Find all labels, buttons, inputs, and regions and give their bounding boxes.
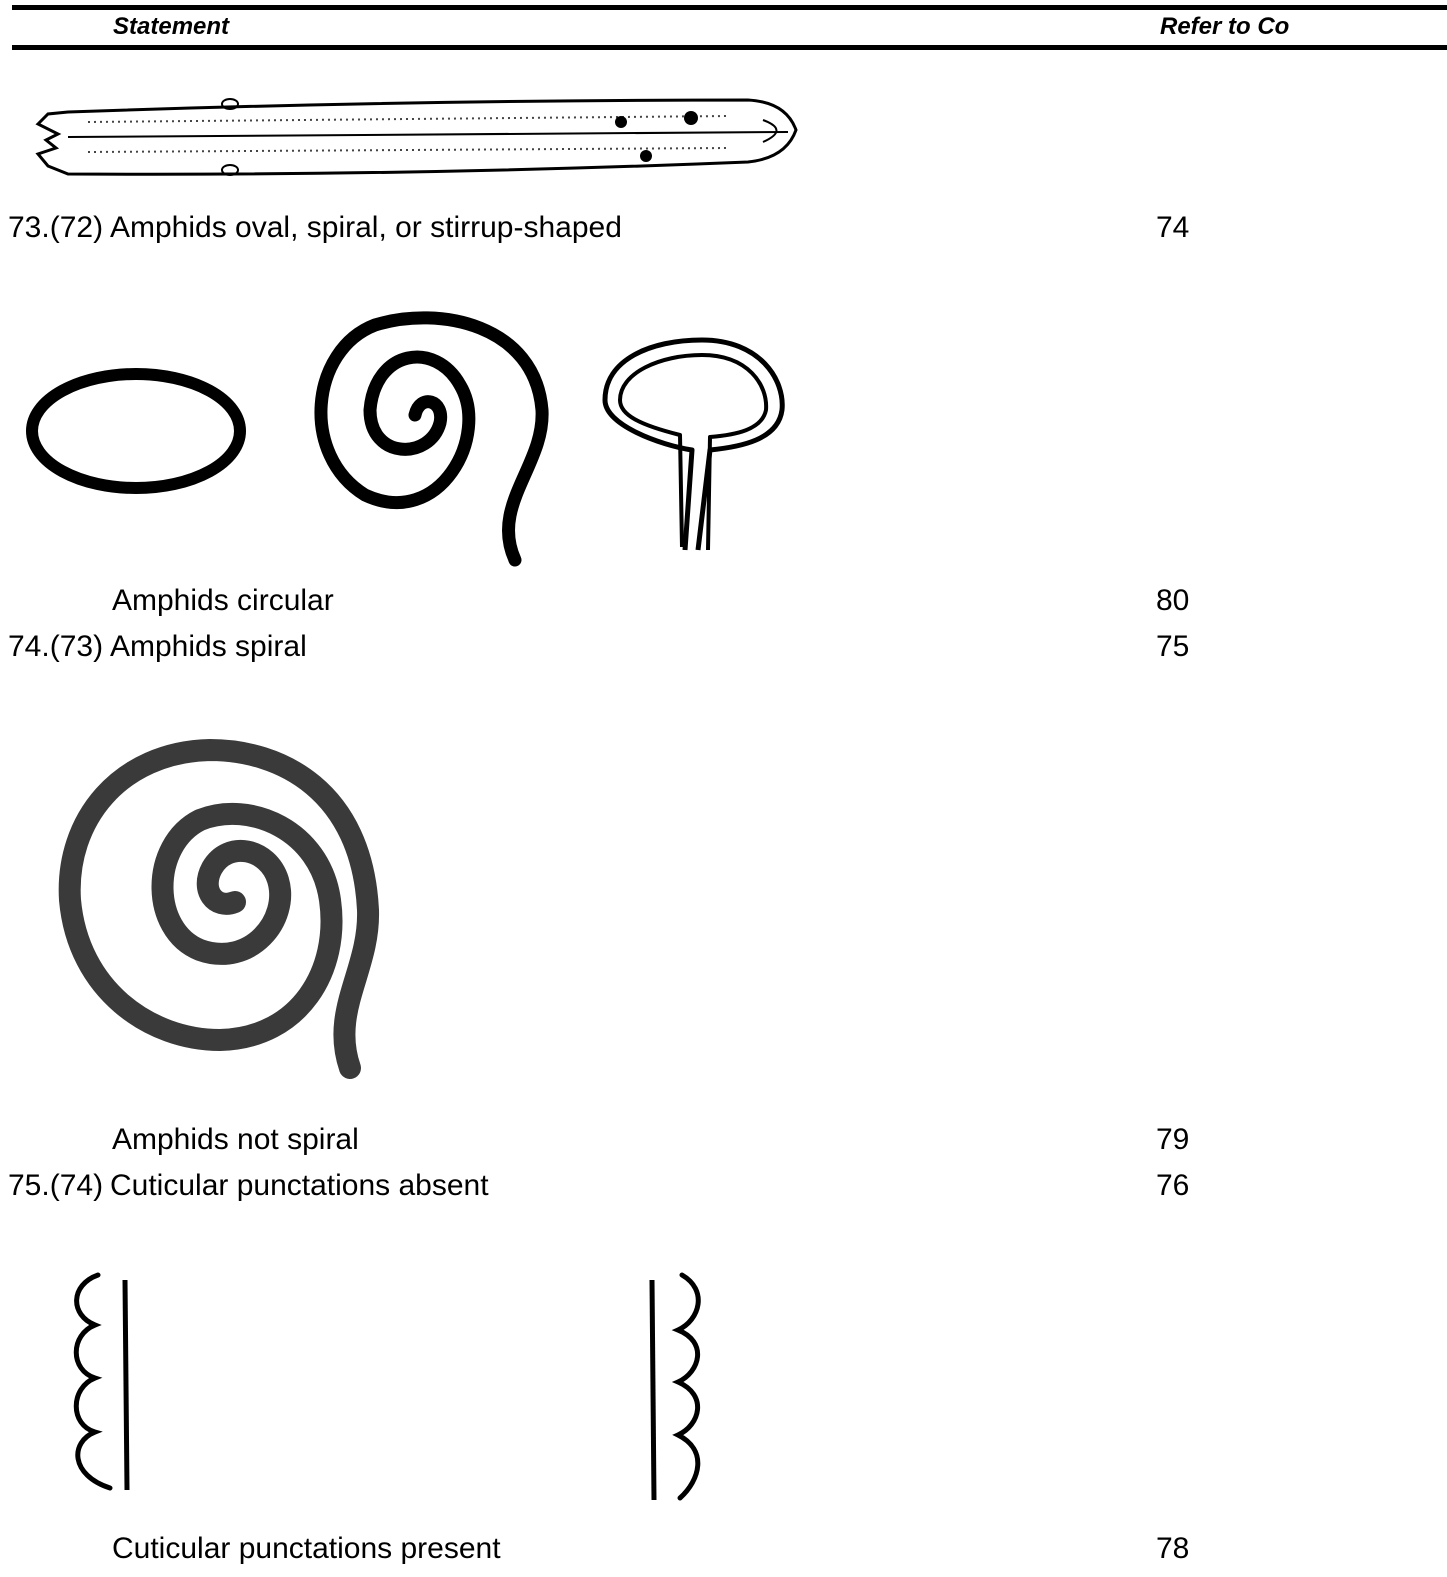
header-bottom-rule	[12, 45, 1447, 50]
statement-text: Amphids spiral	[110, 629, 307, 665]
nematode-body-illustration	[28, 92, 798, 182]
key-entry-74-alt: Amphids not spiral 79	[0, 1122, 1447, 1158]
key-entry-75-alt: Cuticular punctations present 78	[0, 1531, 1447, 1567]
refer-to-column-header: Refer to Co	[1160, 12, 1289, 42]
refer-to-value: 75	[1156, 629, 1189, 665]
refer-to-value: 80	[1156, 583, 1189, 619]
refer-to-value: 76	[1156, 1168, 1189, 1204]
refer-to-value: 79	[1156, 1122, 1189, 1158]
header-top-rule	[12, 5, 1447, 10]
amphid-shapes-oval-spiral-stirrup	[20, 305, 800, 570]
refer-to-value: 78	[1156, 1531, 1189, 1567]
statement-text: Cuticular punctations absent	[110, 1168, 489, 1204]
statement-column-header: Statement	[113, 12, 229, 42]
key-entry-75: 75.(74) Cuticular punctations absent 76	[0, 1168, 1447, 1204]
cuticle-punctations-illustration	[60, 1260, 740, 1510]
key-entry-74: 74.(73) Amphids spiral 75	[0, 629, 1447, 665]
amphid-spiral-illustration	[40, 730, 450, 1090]
couplet-number: 75.(74)	[8, 1168, 103, 1204]
couplet-number: 73.(72)	[8, 210, 103, 246]
statement-text: Amphids oval, spiral, or stirrup-shaped	[110, 210, 622, 246]
key-entry-73-alt: Amphids circular 80	[0, 583, 1447, 619]
key-entry-73: 73.(72) Amphids oval, spiral, or stirrup…	[0, 210, 1447, 246]
statement-text: Cuticular punctations present	[112, 1531, 501, 1567]
couplet-number: 74.(73)	[8, 629, 103, 665]
statement-text: Amphids circular	[112, 583, 334, 619]
statement-text: Amphids not spiral	[112, 1122, 359, 1158]
refer-to-value: 74	[1156, 210, 1189, 246]
